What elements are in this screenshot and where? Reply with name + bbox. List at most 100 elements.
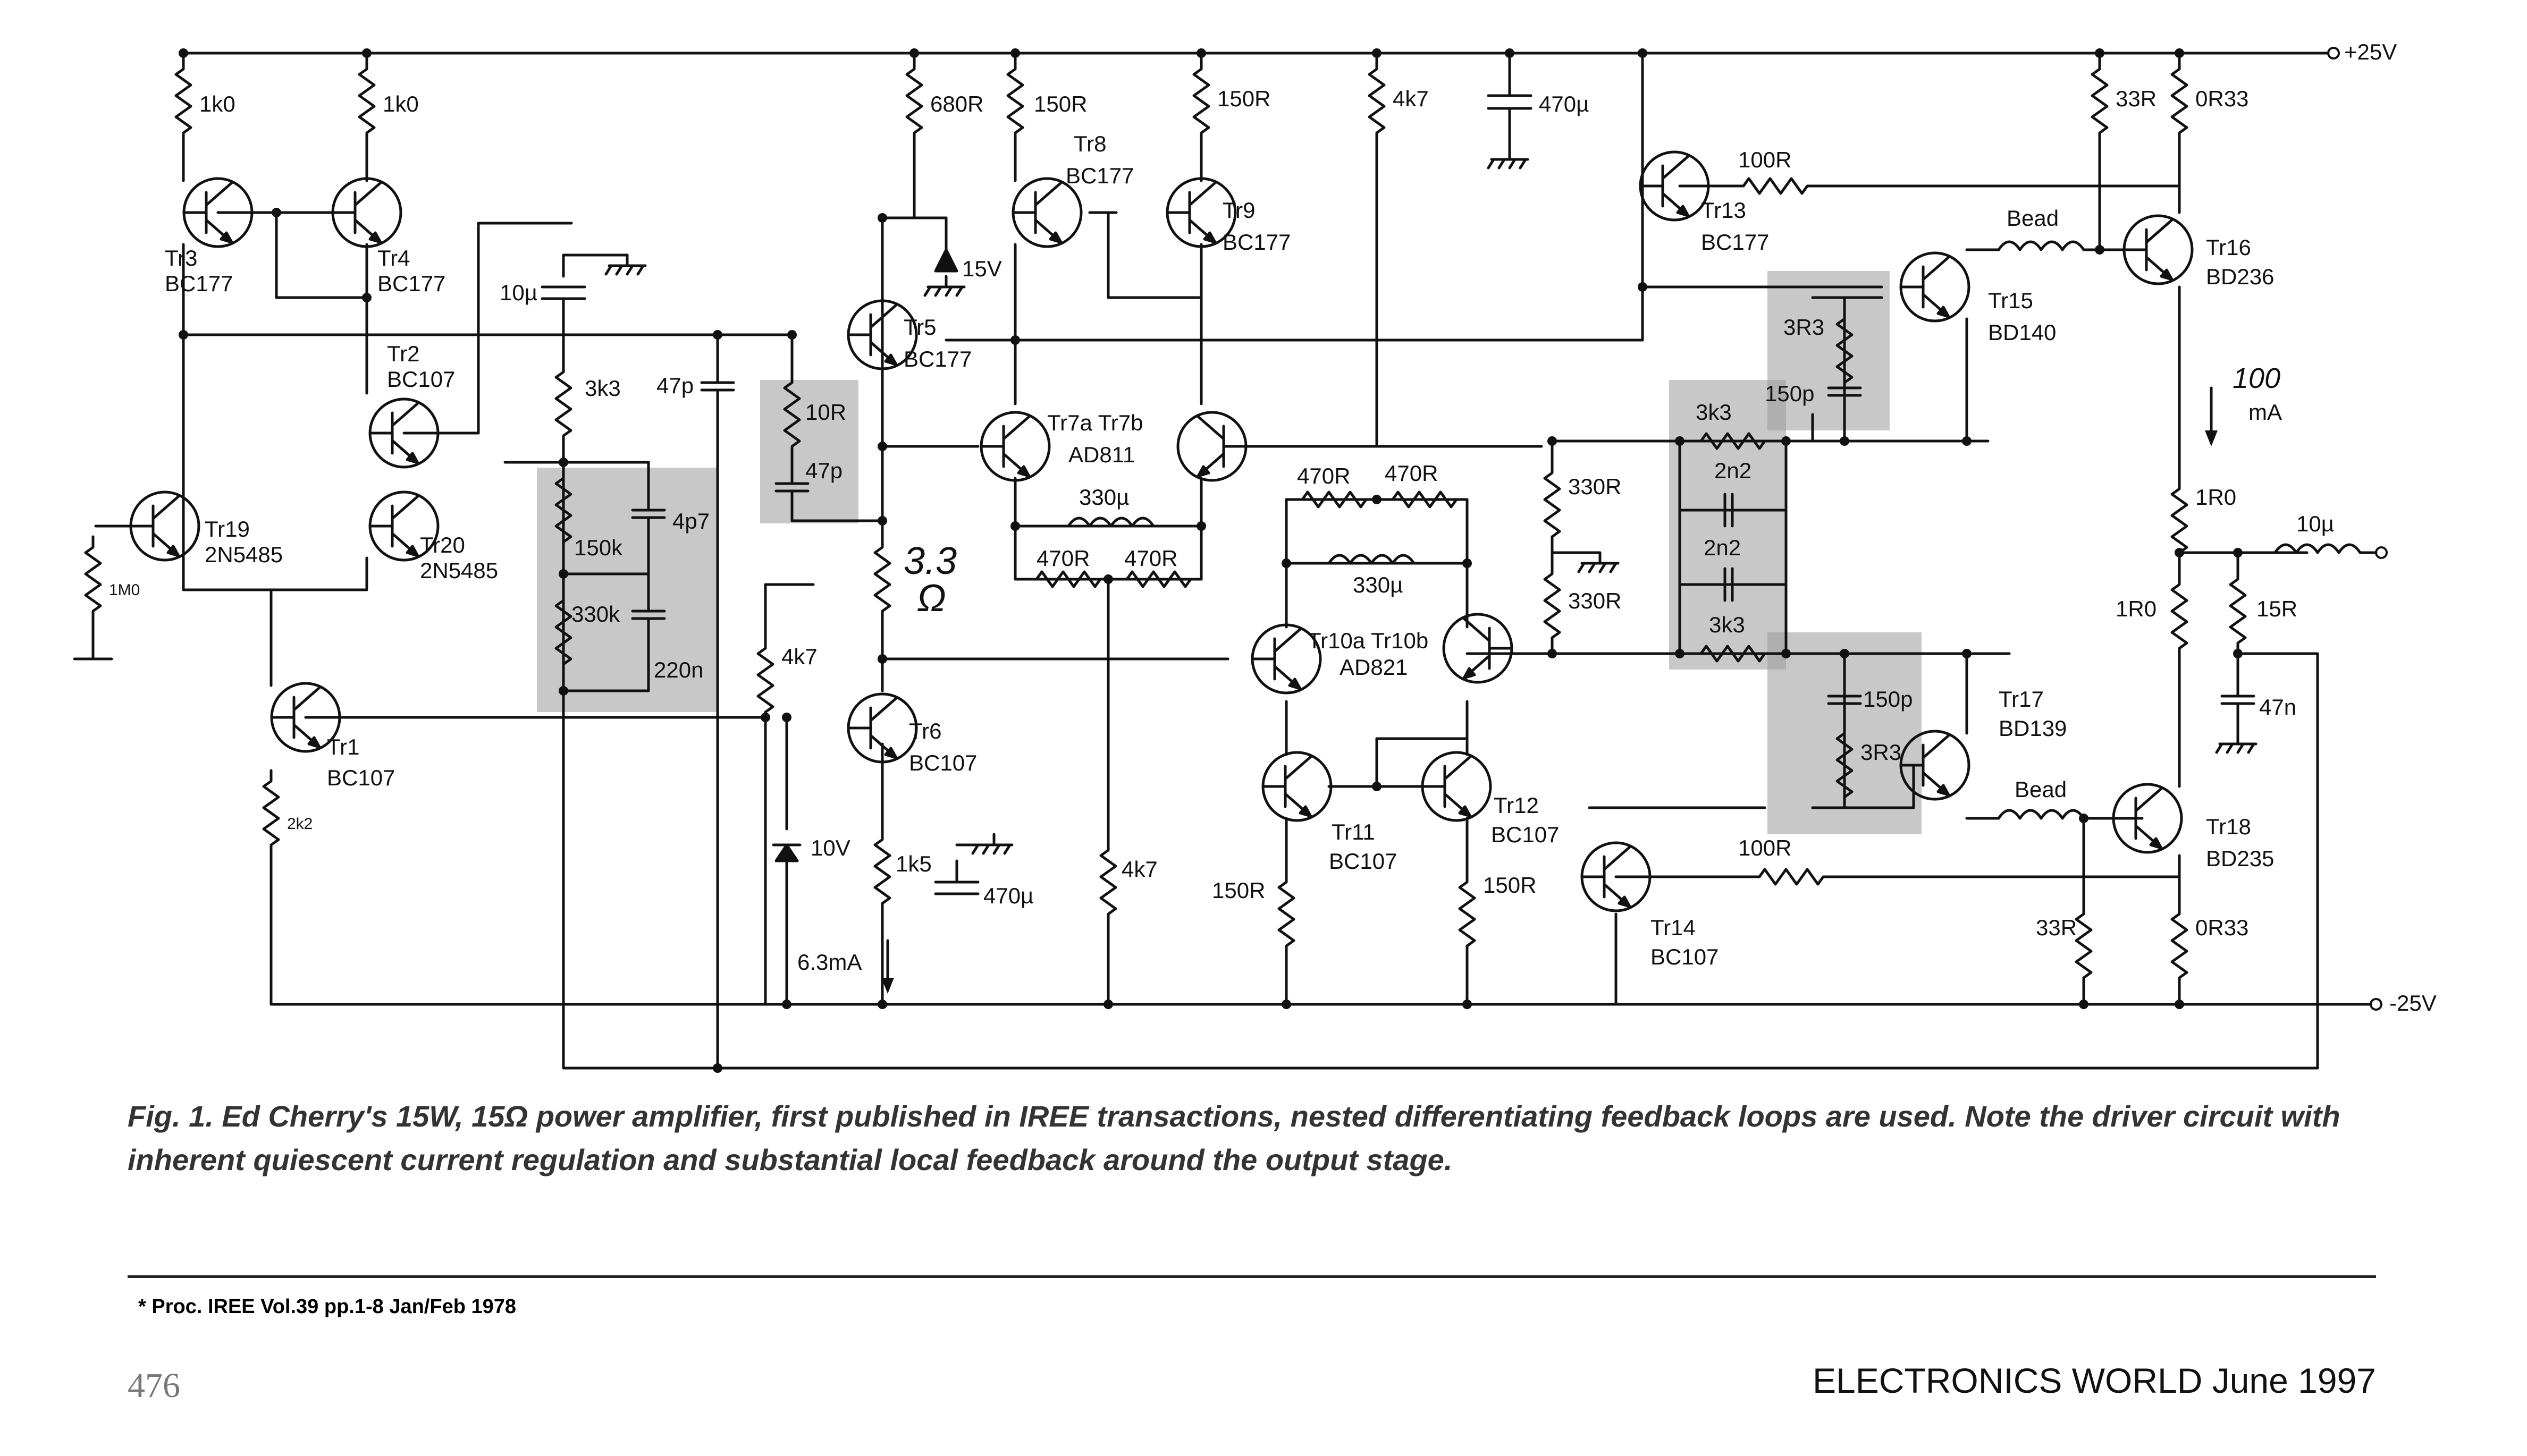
r-100r-bot: 100R	[1738, 835, 1791, 860]
tr18-name: Tr18	[2206, 814, 2251, 839]
r-330k: 330k	[571, 602, 620, 627]
r-33r-top: 33R	[2116, 86, 2157, 111]
r-2k2: 2k2	[287, 815, 313, 833]
tr17-name: Tr17	[1999, 687, 2044, 712]
component-labels: 1k0 1k0 680R 150R 150R 4k7 470µ 100R 33R…	[109, 86, 2334, 975]
r-330r-a: 330R	[1568, 474, 1621, 499]
r-150r-d: 150R	[1483, 873, 1536, 898]
tr14-type: BC107	[1650, 944, 1719, 969]
c-10u: 10µ	[500, 280, 537, 305]
tr9-name: Tr9	[1223, 198, 1255, 223]
figure-caption: Fig. 1. Ed Cherry's 15W, 15Ω power ampli…	[128, 1099, 2340, 1176]
r-3k3: 3k3	[585, 376, 621, 401]
tr7-name: Tr7a Tr7b	[1047, 410, 1143, 435]
r-0r33-bot: 0R33	[2195, 915, 2248, 940]
tr13-name: Tr13	[1701, 198, 1746, 223]
l-10u-out: 10µ	[2296, 511, 2334, 536]
tr6-name: Tr6	[909, 718, 941, 743]
tr15-name: Tr15	[1988, 288, 2033, 313]
r-3r3-a: 3R3	[1783, 315, 1824, 340]
tr3-type: BC177	[165, 271, 233, 296]
tr10-type: AD821	[1340, 655, 1408, 680]
r-150r-c: 150R	[1212, 878, 1265, 903]
reference-footnote: * Proc. IREE Vol.39 pp.1-8 Jan/Feb 1978	[138, 1296, 517, 1318]
tr17-type: BD139	[1999, 716, 2067, 741]
r-1m0: 1M0	[109, 581, 140, 599]
r-150r-a: 150R	[1034, 91, 1087, 116]
r-150k: 150k	[574, 535, 623, 560]
page-number: 476	[128, 1366, 180, 1405]
current-6mA: 6.3mA	[797, 950, 862, 975]
r-470r-c: 470R	[1297, 463, 1350, 488]
r-470r-a: 470R	[1037, 546, 1090, 571]
r-1r0-a: 1R0	[2195, 485, 2236, 510]
tr8-type: BC177	[1066, 163, 1134, 188]
r-100r-top: 100R	[1738, 147, 1791, 172]
negative-rail-label: -25V	[2389, 991, 2437, 1015]
tr18-type: BD235	[2206, 846, 2274, 871]
c-47n: 47n	[2259, 695, 2296, 719]
tr11-name: Tr11	[1332, 819, 1375, 844]
zener-15v: 15V	[962, 256, 1002, 281]
c-220n: 220n	[654, 657, 703, 682]
tr1-name: Tr1	[327, 734, 359, 759]
tr13-type: BC177	[1701, 230, 1769, 255]
positive-rail-label: +25V	[2344, 39, 2397, 64]
tr19-type: 2N5485	[205, 542, 283, 567]
c-150p-a: 150p	[1765, 381, 1814, 406]
l-330u-a: 330µ	[1079, 485, 1129, 510]
tr3-name: Tr3	[165, 246, 197, 270]
tr6-type: BC107	[909, 750, 977, 775]
c-4p7: 4p7	[672, 509, 710, 534]
tr2-type: BC107	[387, 367, 455, 392]
c-470u-bot: 470µ	[983, 883, 1033, 908]
tr9-type: BC177	[1223, 230, 1291, 255]
tr16-type: BD236	[2206, 264, 2274, 289]
r-4k7-top: 4k7	[1393, 86, 1429, 111]
r-1r0-b: 1R0	[2116, 596, 2157, 621]
r-3k3-b: 3k3	[1709, 612, 1745, 637]
tr10-name: Tr10a Tr10b	[1308, 628, 1428, 653]
r-470r-d: 470R	[1385, 461, 1438, 486]
tr12-type: BC107	[1491, 822, 1559, 847]
tr14-name: Tr14	[1650, 915, 1696, 940]
l-330u-b: 330µ	[1353, 572, 1403, 597]
r-470r-b: 470R	[1124, 546, 1177, 571]
c-2n2-b: 2n2	[1704, 535, 1741, 560]
divider-line	[128, 1275, 2376, 1278]
tr11-type: BC107	[1329, 849, 1397, 874]
tr4-type: BC177	[377, 271, 445, 296]
tr8-name: Tr8	[1074, 131, 1106, 156]
amplifier-schematic: +25V -25V Tr3 BC177 Tr4 BC177 Tr2 BC107 …	[73, 39, 2437, 1073]
r-3k3-a: 3k3	[1696, 400, 1732, 425]
c-2n2-a: 2n2	[1714, 458, 1751, 483]
c-47p-b: 47p	[805, 458, 843, 483]
tr20-name: Tr20	[420, 532, 465, 557]
r-10r: 10R	[805, 400, 846, 425]
handwritten-100: 100	[2233, 362, 2280, 394]
transistor-labels: Tr3 BC177 Tr4 BC177 Tr2 BC107 Tr20 2N548…	[165, 131, 2274, 969]
journal-footer: ELECTRONICS WORLD June 1997	[1812, 1361, 2376, 1400]
c-150p-b: 150p	[1863, 687, 1913, 712]
r-1k0-a: 1k0	[199, 91, 235, 116]
r-3r3-b: 3R3	[1860, 740, 1901, 765]
bead-top: Bead	[2007, 206, 2059, 231]
tr19-name: Tr19	[205, 517, 250, 541]
zener-10v: 10V	[811, 835, 850, 860]
tr20-type: 2N5485	[420, 558, 498, 583]
r-4k7-mid: 4k7	[781, 644, 818, 669]
c-47p-a: 47p	[656, 373, 694, 398]
r-0r33-top: 0R33	[2195, 86, 2248, 111]
tr7-type: AD811	[1068, 442, 1135, 467]
handwritten-ohm: Ω	[917, 577, 946, 620]
r-680r: 680R	[930, 91, 983, 116]
tr5-name: Tr5	[904, 315, 936, 340]
tr15-type: BD140	[1988, 320, 2056, 345]
tr2-name: Tr2	[387, 341, 419, 366]
r-150r-b: 150R	[1217, 86, 1270, 111]
tr4-name: Tr4	[377, 246, 410, 270]
r-330r-b: 330R	[1568, 588, 1621, 613]
c-470u-top: 470µ	[1539, 91, 1589, 116]
tr16-name: Tr16	[2206, 235, 2251, 260]
r-1k5: 1k5	[896, 851, 932, 876]
